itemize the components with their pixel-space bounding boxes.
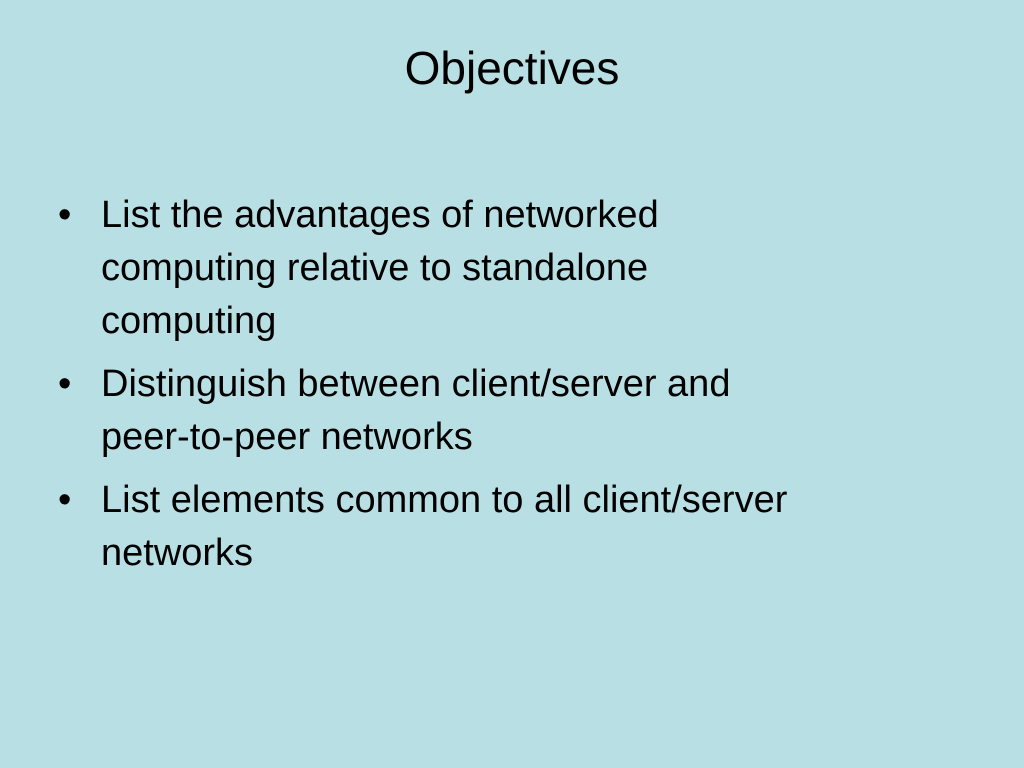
bullet-text-line: computing relative to standalone bbox=[101, 247, 649, 289]
bullet-icon: • bbox=[58, 194, 72, 236]
bullet-text-line: Distinguish between client/server and bbox=[101, 363, 731, 405]
bullet-text-line: computing bbox=[101, 300, 277, 342]
bullet-text-line: List the advantages of networked bbox=[101, 194, 659, 236]
bullet-item-distinguish: • Distinguish between client/server and … bbox=[58, 358, 958, 464]
bullet-icon: • bbox=[58, 479, 72, 521]
bullet-text-line: List elements common to all client/serve… bbox=[101, 479, 788, 521]
bullet-item-advantages: • List the advantages of networked compu… bbox=[58, 189, 958, 348]
bullet-text-line: networks bbox=[101, 532, 254, 574]
bullet-icon: • bbox=[58, 363, 72, 405]
bullet-list: • List the advantages of networked compu… bbox=[58, 189, 958, 590]
slide-title: Objectives bbox=[404, 42, 620, 94]
bullet-item-elements: • List elements common to all client/ser… bbox=[58, 474, 958, 580]
bullet-text-line: peer-to-peer networks bbox=[101, 416, 473, 458]
